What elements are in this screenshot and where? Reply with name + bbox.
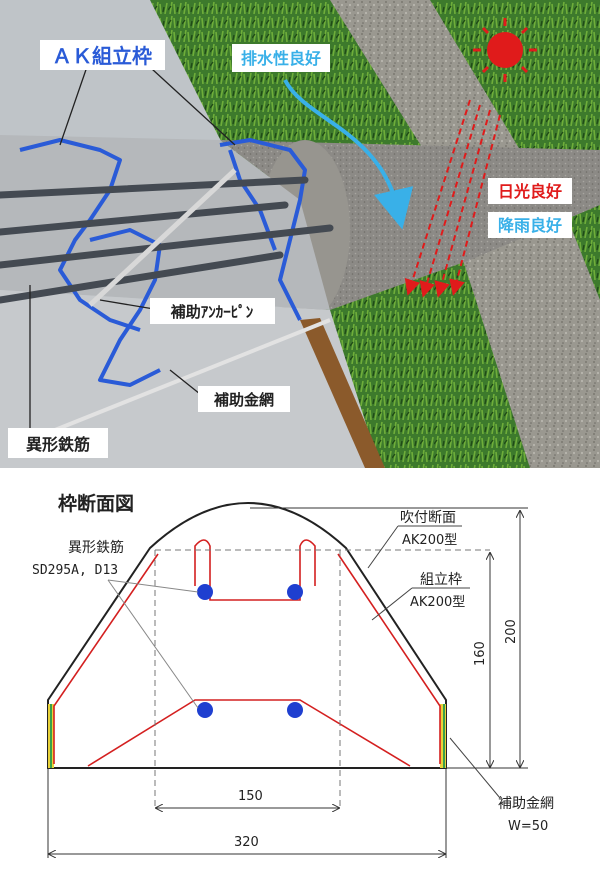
ak-frame-label-bg	[40, 40, 165, 70]
frame-outer	[53, 553, 441, 764]
drainage-label: 排水性良好	[241, 49, 321, 68]
rebar-bottom-right	[287, 702, 303, 718]
wire-mesh-label-bg	[198, 386, 290, 412]
dim-320	[47, 768, 447, 858]
sunlight-label-bg	[488, 178, 572, 204]
guide-lines	[154, 549, 490, 808]
dim-200	[250, 507, 528, 769]
drainage-arrow	[283, 79, 414, 230]
mesh-strip-left-green	[50, 704, 52, 768]
frame-illustration: ＡＫ組立枠 排水性良好 日光良好 降雨良好 補助ｱﾝｶｰﾋﾟﾝ 補助金網 異形鉄…	[0, 0, 600, 468]
rebar-label-bg	[8, 428, 108, 458]
section-svg: 枠断面図 異形鉄筋	[32, 492, 554, 858]
ak-frame-label: ＡＫ組立枠	[52, 44, 152, 68]
dim-200-label: 200	[504, 619, 519, 644]
illustration-svg: ＡＫ組立枠 排水性良好 日光良好 降雨良好 補助ｱﾝｶｰﾋﾟﾝ 補助金網 異形鉄…	[0, 0, 600, 468]
sun-icon	[473, 18, 537, 82]
rebar-dots	[197, 584, 303, 718]
anchor-pin-label: 補助ｱﾝｶｰﾋﾟﾝ	[170, 303, 254, 321]
rainfall-label: 降雨良好	[498, 216, 562, 235]
gravel-band-upper	[330, 0, 520, 160]
frame-type: AK200型	[410, 595, 465, 610]
dim-160-label: 160	[473, 641, 488, 666]
shotcrete-label: 吹付断面	[400, 510, 456, 526]
shotcrete-type: AK200型	[402, 533, 457, 548]
frame-upper	[194, 539, 316, 601]
anchor-pin-label-bg	[150, 298, 275, 324]
rebar-spec: SD295A, D13	[32, 563, 118, 578]
drainage-label-bg	[232, 44, 330, 72]
wire-mesh-graphic	[29, 318, 331, 442]
sunlight-rays	[404, 99, 501, 298]
wire-mesh-label: 補助金網	[213, 391, 274, 409]
mesh-width: W=50	[508, 819, 548, 834]
sunlight-label: 日光良好	[498, 182, 562, 201]
edge-strip	[300, 318, 385, 468]
anchor-pin-graphic	[88, 168, 237, 307]
rainfall-label-bg	[488, 212, 572, 238]
dim-320-label: 320	[234, 835, 259, 850]
dim-150-label: 150	[238, 789, 263, 804]
concrete-base	[0, 290, 380, 468]
rebar-top-left	[197, 584, 213, 600]
mesh-label: 補助金網	[498, 796, 554, 812]
frame-lower	[87, 699, 411, 767]
gravel-band-lower	[450, 200, 600, 468]
rebar-leaders	[107, 579, 199, 709]
rebar-label: 異形鉄筋	[26, 435, 90, 454]
cut-slope	[0, 135, 330, 310]
mesh-strip-right-green	[443, 704, 445, 768]
section-title: 枠断面図	[58, 492, 134, 515]
frame-label: 組立枠	[420, 572, 462, 588]
rebar-label: 異形鉄筋	[68, 539, 124, 556]
rebar-top-right	[287, 584, 303, 600]
cross-section-drawing: 枠断面図 異形鉄筋	[0, 468, 600, 871]
rebar-bottom-left	[197, 702, 213, 718]
rebars	[0, 176, 334, 304]
